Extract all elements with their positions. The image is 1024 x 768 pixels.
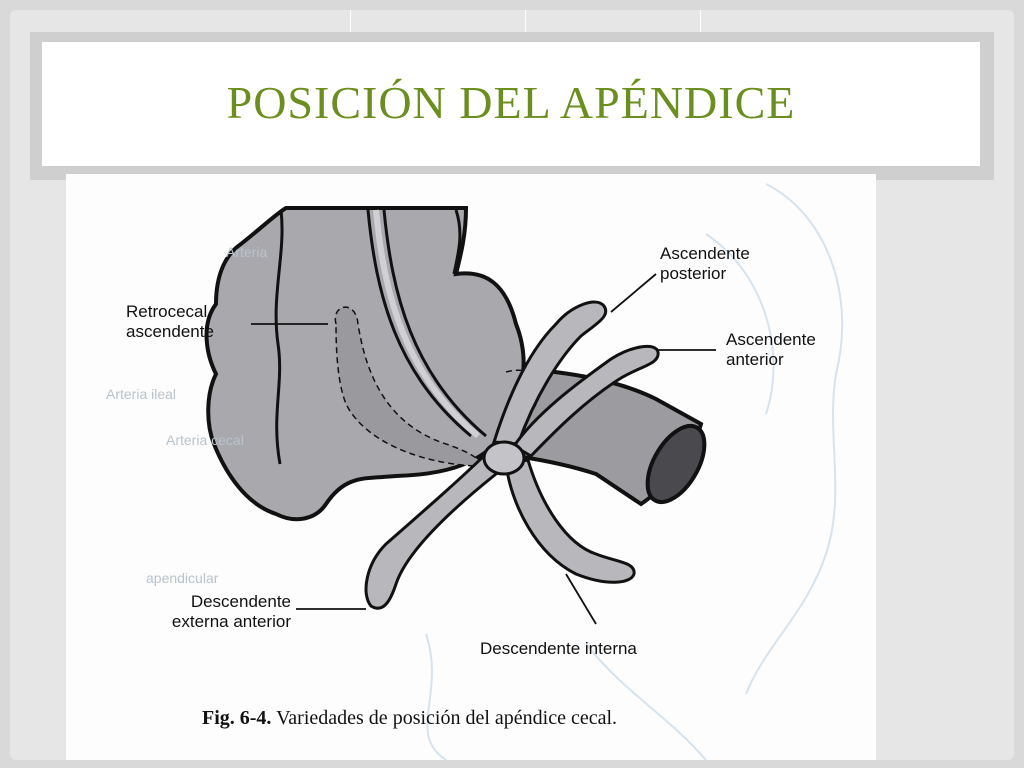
appendix-descendente-externa (364, 445, 498, 610)
top-dividers (0, 10, 1024, 32)
appendix-descendente-interna (504, 458, 636, 584)
appendix-ascendente-posterior (492, 300, 608, 446)
ghost-text: Arteria (226, 244, 268, 260)
label-descendente-interna: Descendente interna (480, 639, 637, 658)
figure-caption: Fig. 6-4. Variedades de posición del apé… (202, 707, 617, 730)
leader-lines (251, 273, 716, 625)
ghost-text: Arteria ileal (106, 386, 177, 402)
appendix-illustration (204, 183, 844, 760)
ghost-text: Arteria cecal (166, 432, 244, 448)
label-descendente-externa-anterior: Descendente externa anterior (171, 592, 291, 631)
ghost-text: apendicular (146, 570, 219, 586)
appendix-ascendente-anterior (511, 344, 660, 458)
label-retrocecal-ascendente: Retrocecal ascendente (126, 302, 214, 341)
slide-title: POSICIÓN DEL APÉNDICE (226, 77, 796, 128)
figure-number: Fig. 6-4. (202, 707, 272, 729)
title-box (42, 42, 980, 166)
anatomy-figure: Arteria Arteria ileal Arteria cecal apen… (66, 174, 876, 760)
retrocecal-appendix (334, 306, 481, 467)
figure-caption-text: Variedades de posición del apéndice ceca… (271, 707, 618, 729)
ileum-lumen (645, 424, 707, 504)
label-ascendente-posterior: Ascendente posterior (660, 244, 750, 283)
label-ascendente-anterior: Ascendente anterior (726, 330, 816, 369)
appendix-base (482, 440, 526, 476)
